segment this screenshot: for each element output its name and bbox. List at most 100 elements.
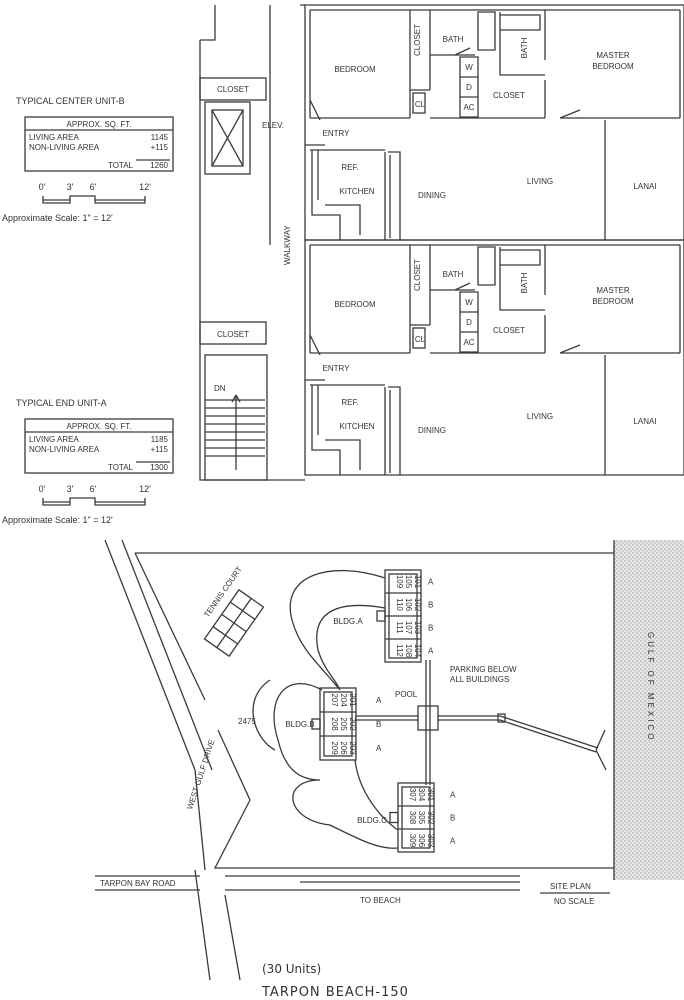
unit-number: 112 bbox=[395, 644, 404, 657]
scale-text: Approximate Scale: 1" = 12' bbox=[2, 213, 113, 223]
entry-label: ENTRY bbox=[323, 364, 351, 373]
closet-label: CLOSET bbox=[413, 24, 422, 56]
bath-label: BATH bbox=[520, 272, 529, 293]
pool-label: POOL bbox=[395, 690, 418, 699]
nonliving-area-label: NON-LIVING AREA bbox=[29, 143, 100, 152]
unit-number: 309 bbox=[408, 834, 417, 848]
nonliving-area-value: +115 bbox=[151, 143, 169, 152]
unit-type-label: B bbox=[428, 624, 433, 633]
closet-label: CLOSET bbox=[493, 326, 525, 335]
unit-number: 209 bbox=[330, 741, 339, 755]
sq-ft-header: APPROX. SQ. FT. bbox=[67, 422, 132, 431]
washer-label: W bbox=[465, 298, 473, 307]
unit-number: 308 bbox=[408, 811, 417, 825]
ac-label: AC bbox=[463, 103, 474, 112]
gulf-of-mexico-label: GULF OF MEXICO bbox=[646, 632, 655, 742]
bath-label: BATH bbox=[443, 270, 464, 279]
ref-label: REF. bbox=[341, 398, 358, 407]
stairs bbox=[204, 354, 268, 481]
unit-type-label: B bbox=[428, 601, 433, 610]
unit-type-label: A bbox=[428, 578, 434, 587]
lanai-label: LANAI bbox=[633, 417, 656, 426]
total-value: 1300 bbox=[150, 463, 168, 472]
scale-bar bbox=[42, 497, 146, 506]
living-area-label: LIVING AREA bbox=[29, 435, 79, 444]
kitchen-label: KITCHEN bbox=[339, 422, 374, 431]
scale-tick: 3' bbox=[67, 182, 74, 192]
no-scale-label: NO SCALE bbox=[554, 897, 594, 906]
legends: TYPICAL CENTER UNIT-B APPROX. SQ. FT. LIVI… bbox=[2, 96, 174, 525]
unit-number: 107 bbox=[404, 621, 413, 635]
living-area-value: 1185 bbox=[151, 435, 169, 444]
unit-number: 307 bbox=[408, 788, 417, 802]
unit-number: 302 bbox=[426, 811, 435, 825]
nonliving-area-label: NON-LIVING AREA bbox=[29, 445, 100, 454]
tennis-court bbox=[203, 588, 265, 658]
property-name: TARPON BEACH-150 bbox=[261, 985, 409, 1000]
master-2-label: BEDROOM bbox=[592, 297, 634, 306]
kitchen-label: KITCHEN bbox=[339, 187, 374, 196]
entry-label: ENTRY bbox=[323, 129, 351, 138]
scale-tick: 12' bbox=[139, 182, 151, 192]
unit-number: 204 bbox=[339, 693, 348, 707]
parking-label-1: PARKING BELOW bbox=[450, 665, 517, 674]
total-label: TOTAL bbox=[108, 161, 134, 170]
unit-type-label: B bbox=[376, 720, 381, 729]
unit-type-label: A bbox=[376, 744, 382, 753]
tarpon-bay-road-label: TARPON BAY ROAD bbox=[100, 879, 176, 888]
unit-type-label: A bbox=[450, 791, 456, 800]
unit-type-label: B bbox=[450, 814, 455, 823]
building-label: BLDG.A bbox=[333, 617, 363, 626]
pool bbox=[417, 705, 439, 731]
unit-number: 304 bbox=[417, 788, 426, 802]
unit-number: 108 bbox=[404, 644, 413, 658]
dining-label: DINING bbox=[418, 426, 446, 435]
lanai-label: LANAI bbox=[633, 182, 656, 191]
unit-number: 205 bbox=[339, 717, 348, 731]
scale-tick: 12' bbox=[139, 484, 151, 494]
ac-label: AC bbox=[463, 338, 474, 347]
sq-ft-header: APPROX. SQ. FT. bbox=[67, 120, 132, 129]
scale-tick: 6' bbox=[90, 182, 97, 192]
common-areas: CLOSET ELEV. WALKWAY CLOSET DN bbox=[199, 4, 305, 481]
closet-label: CLOSET bbox=[493, 91, 525, 100]
bath-label: BATH bbox=[443, 35, 464, 44]
unit-number: 105 bbox=[404, 575, 413, 589]
master-2-label: BEDROOM bbox=[592, 62, 634, 71]
unit-type-label: A bbox=[428, 647, 434, 656]
unit-number: 103 bbox=[413, 621, 422, 635]
closet-bottom bbox=[199, 321, 267, 345]
legend-title: TYPICAL CENTER UNIT-B bbox=[16, 96, 125, 106]
living-label: LIVING bbox=[527, 412, 553, 421]
unit-number: 203 bbox=[348, 741, 357, 755]
bedroom-label: BEDROOM bbox=[334, 300, 376, 309]
bedroom-label: BEDROOM bbox=[334, 65, 376, 74]
unit-number: 306 bbox=[417, 834, 426, 848]
gulf-water bbox=[614, 540, 684, 880]
living-label: LIVING bbox=[527, 177, 553, 186]
unit-number: 301 bbox=[426, 788, 435, 802]
walkway-label: WALKWAY bbox=[283, 225, 292, 265]
scale-text: Approximate Scale: 1" = 12' bbox=[2, 515, 113, 525]
unit-type-label: A bbox=[376, 696, 382, 705]
unit-type-label: A bbox=[450, 837, 456, 846]
washer-label: W bbox=[465, 63, 473, 72]
unit-number: 109 bbox=[395, 575, 404, 589]
site-plan-label: SITE PLAN bbox=[550, 882, 591, 891]
unit-number: 305 bbox=[417, 811, 426, 825]
dryer-label: D bbox=[466, 83, 472, 92]
closet-top bbox=[199, 77, 267, 101]
closet-top-label: CLOSET bbox=[217, 85, 249, 94]
building-label: BLDG.B bbox=[285, 720, 314, 729]
unit-number: 101 bbox=[413, 575, 422, 589]
unit-count: (30 Units) bbox=[262, 962, 321, 976]
bath-label: BATH bbox=[520, 37, 529, 58]
stairs-down-label: DN bbox=[214, 384, 226, 393]
nonliving-area-value: +115 bbox=[151, 445, 169, 454]
